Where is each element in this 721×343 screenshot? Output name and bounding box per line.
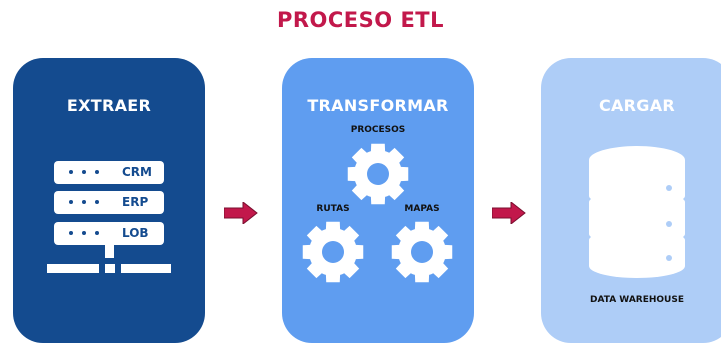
gear-label-procesos: PROCESOS	[350, 125, 406, 135]
transform-title: TRANSFORMAR	[307, 96, 449, 115]
server-label: ERP	[122, 195, 149, 209]
extract-title: EXTRAER	[66, 96, 152, 115]
load-card: CARGAR DATA WAREHOUSE	[541, 58, 721, 343]
extract-card: EXTRAER CRM ERP LOB	[13, 58, 205, 343]
network-bar-right	[121, 264, 171, 273]
status-dots	[69, 170, 109, 175]
status-dots	[69, 200, 109, 205]
network-stem	[105, 245, 114, 258]
network-bar-left	[47, 264, 99, 273]
transform-card: TRANSFORMAR PROCESOS RUTAS MAPAS	[282, 58, 474, 343]
load-title: CARGAR	[598, 96, 676, 115]
server-row-erp: ERP	[54, 191, 164, 214]
data-warehouse-label: DATA WAREHOUSE	[590, 295, 684, 305]
gear-icon	[391, 221, 453, 283]
database-icon	[589, 146, 685, 278]
page-title: PROCESO ETL	[276, 8, 444, 32]
arrow-right-icon	[224, 202, 258, 224]
server-label: LOB	[122, 226, 149, 240]
gear-icon	[302, 221, 364, 283]
server-label: CRM	[122, 165, 152, 179]
status-dots	[69, 231, 109, 236]
network-bar-center	[105, 264, 115, 273]
arrow-right-icon	[492, 202, 526, 224]
server-row-crm: CRM	[54, 161, 164, 184]
gear-label-mapas: MAPAS	[404, 204, 440, 214]
gear-label-rutas: RUTAS	[316, 204, 350, 214]
gear-icon	[347, 143, 409, 205]
server-row-lob: LOB	[54, 222, 164, 245]
